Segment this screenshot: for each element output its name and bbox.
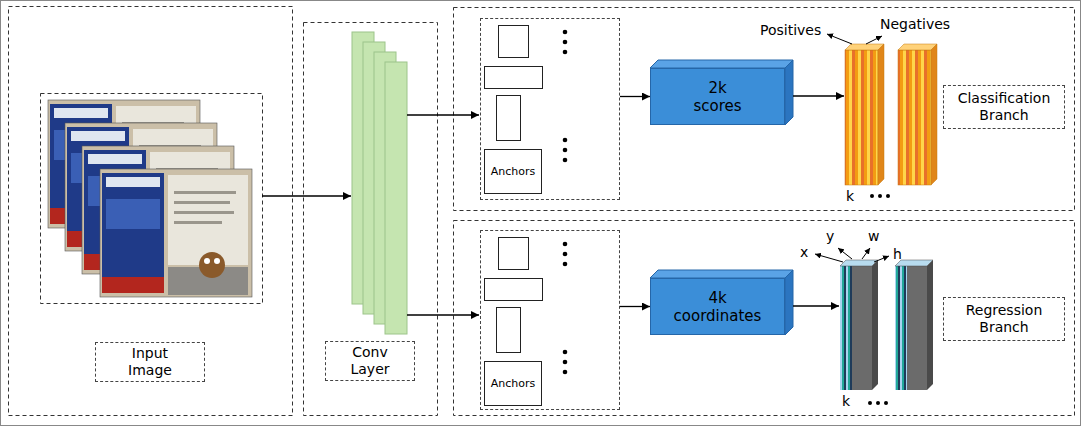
flow-arrow [793, 305, 839, 306]
node-text: 4k coordinates [668, 289, 768, 325]
leader-arrow [866, 36, 882, 44]
branch-panel [454, 221, 1075, 416]
ellipsis-dot [563, 350, 568, 355]
coordinate-label: h [893, 246, 902, 262]
anchor-box [497, 96, 521, 141]
box-side-face [785, 270, 793, 335]
score-map-top [898, 44, 937, 50]
coordinate-label: w [868, 228, 879, 244]
ellipsis-dot [884, 401, 888, 405]
score-map-side [931, 44, 937, 185]
anchor-group-box: Anchors [480, 230, 620, 410]
ellipsis-dot [563, 40, 568, 45]
ellipsis-dot [563, 370, 568, 375]
anchor-box [485, 67, 543, 89]
flow-arrow [407, 314, 479, 315]
ellipsis-dot [563, 262, 568, 267]
anchor-box [485, 279, 543, 301]
anchor-label: Anchors [484, 149, 542, 194]
ellipsis-dot [876, 401, 880, 405]
conv-panel [304, 23, 438, 416]
count-label: k [842, 393, 850, 409]
image-frame [41, 94, 263, 304]
ellipsis-dot [563, 252, 568, 257]
coordinate-map-top [840, 260, 878, 266]
anchor-label: Anchors [484, 361, 542, 406]
coordinate-map-side [872, 260, 878, 390]
flow-arrow [620, 306, 650, 307]
coordinate-label: y [826, 228, 834, 244]
score-layer-box: 2k scores [650, 68, 785, 125]
coordinate-map-side [927, 260, 933, 390]
box-top-face [650, 270, 793, 278]
ellipsis-dot [886, 194, 890, 198]
branch-label-box: Regression Branch [943, 297, 1065, 341]
stage-label-box: Conv Layer [325, 341, 415, 381]
box-side-face [785, 60, 793, 125]
flow-arrow [407, 114, 479, 115]
node-text: Input Image [114, 345, 186, 379]
input-photo [100, 169, 252, 297]
score-map-side [878, 44, 884, 185]
coordinate-map [852, 266, 872, 390]
node-text: Regression Branch [948, 302, 1060, 336]
score-map [898, 50, 931, 185]
class-label: Negatives [880, 16, 950, 32]
coordinate-map [840, 266, 852, 390]
leader-arrow [827, 34, 852, 44]
coordinate-layer-box: 4k coordinates [650, 278, 785, 335]
feature-map [385, 62, 407, 334]
node-text: 2k scores [688, 79, 748, 115]
branch-panel [454, 8, 1075, 211]
flow-arrow [793, 95, 844, 96]
count-label: k [846, 188, 854, 204]
anchor-box [499, 26, 529, 58]
ellipsis-dot [563, 50, 568, 55]
ellipsis-dot [870, 194, 874, 198]
ellipsis-dot [563, 158, 568, 163]
coordinate-map [895, 266, 907, 390]
ellipsis-dot [563, 360, 568, 365]
ellipsis-dot [563, 242, 568, 247]
branch-label-box: Classification Branch [943, 85, 1065, 129]
input-panel [9, 7, 293, 416]
flow-arrow [262, 195, 351, 196]
anchor-box [499, 238, 529, 270]
node-text: Classification Branch [948, 90, 1060, 124]
ellipsis-dot [563, 138, 568, 143]
leader-arrow [815, 254, 843, 262]
anchor-box [497, 308, 521, 353]
anchor-group-box: Anchors [480, 18, 620, 200]
node-text: Conv Layer [339, 344, 401, 378]
leader-arrow [838, 248, 852, 259]
coordinate-label: x [800, 244, 808, 260]
leader-arrow [862, 248, 870, 259]
class-label: Positives [760, 22, 821, 38]
flow-arrow [620, 96, 650, 97]
ellipsis-dot [563, 148, 568, 153]
leader-arrow [874, 256, 889, 262]
stage-label-box: Input Image [95, 342, 205, 382]
score-map [845, 50, 878, 185]
box-top-face [650, 60, 793, 68]
coordinate-map [907, 266, 927, 390]
ellipsis-dot [878, 194, 882, 198]
score-map-top [845, 44, 884, 50]
ellipsis-dot [868, 401, 872, 405]
ellipsis-dot [563, 30, 568, 35]
